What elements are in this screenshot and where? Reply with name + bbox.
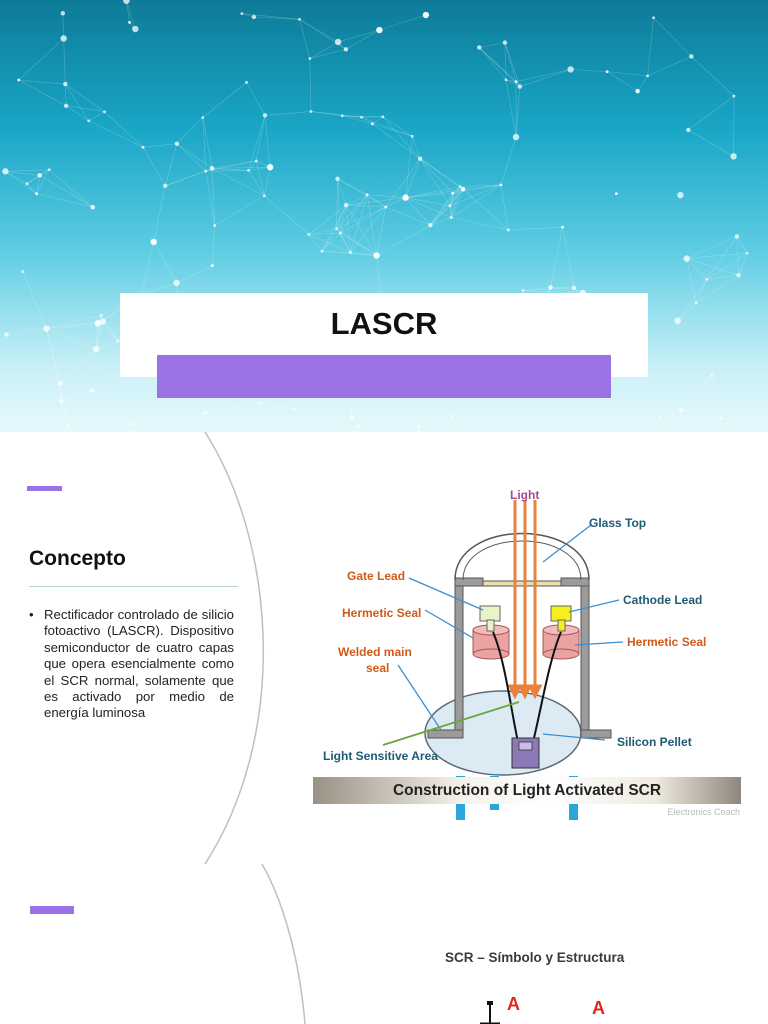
scr-symbol-partial: [480, 1001, 500, 1024]
pointer-silicon-pellet: [542, 733, 606, 741]
cathode-lead-shape: [550, 605, 572, 622]
housing-right-top: [560, 577, 590, 587]
section-heading: SCR – Símbolo y Estructura: [445, 950, 625, 965]
pointer-glass-top: [542, 524, 592, 563]
label-hermetic-seal-left: Hermetic Seal: [342, 606, 421, 620]
section-heading: Concepto: [29, 547, 126, 570]
label-cathode-lead: Cathode Lead: [623, 593, 702, 607]
pointer-hermetic-left: [424, 609, 474, 639]
label-light-sensitive-area: Light Sensitive Area: [323, 749, 438, 763]
lascr-construction-diagram: Light Glass Top Gate Lead Cathode Lead H…: [323, 488, 706, 820]
title-accent-bar: [157, 355, 611, 398]
housing-left-foot: [427, 729, 464, 739]
bullet-item: • Rectificador controlado de silicio fot…: [29, 607, 234, 722]
pointer-gate-lead: [408, 577, 484, 611]
title-slide: LASCR: [0, 0, 768, 432]
wire-left: [492, 631, 519, 743]
housing-right-foot: [580, 729, 612, 739]
wire-right: [532, 631, 562, 743]
pointer-welded-seal: [397, 664, 442, 731]
bullet-text: Rectificador controlado de silicio fotoa…: [44, 607, 234, 721]
gate-lead-shape: [479, 605, 501, 622]
label-silicon-pellet: Silicon Pellet: [617, 735, 692, 749]
content-panel-curve: [0, 432, 264, 864]
label-gate-lead: Gate Lead: [347, 569, 405, 583]
housing-right-wall: [580, 577, 590, 738]
glass-dome-inner: [462, 540, 582, 581]
symbol-slide: SCR – Símbolo y Estructura A A: [0, 864, 768, 1024]
light-sensitive-window: [518, 741, 533, 751]
accent-dash: [30, 906, 74, 914]
gate-lead-stem: [486, 619, 495, 632]
label-light: Light: [510, 488, 539, 502]
image-credit: Electronics Coach: [667, 807, 740, 817]
housing-left-top: [454, 577, 484, 587]
label-welded-main-seal-1: Welded main: [338, 645, 412, 659]
pointer-light-sensitive: [382, 701, 520, 746]
slide-title: LASCR: [330, 306, 438, 341]
content-panel-curve-2: [261, 864, 306, 1024]
cathode-lead-stem: [557, 619, 566, 632]
label-glass-top: Glass Top: [589, 516, 646, 530]
label-welded-main-seal-2: seal: [366, 661, 389, 675]
label-hermetic-seal-right: Hermetic Seal: [627, 635, 706, 649]
diagram-caption: Construction of Light Activated SCR: [392, 782, 662, 799]
glass-dome: [454, 532, 590, 581]
glass-top: [482, 580, 562, 587]
accent-dash: [27, 486, 62, 491]
bullet-dot: •: [29, 607, 34, 622]
heading-divider: [29, 586, 238, 587]
anode-label-symbol: A: [507, 994, 520, 1014]
pointer-cathode-lead: [568, 599, 620, 613]
housing-left-wall: [454, 577, 464, 738]
anode-label-structure: A: [592, 998, 605, 1018]
diagram-caption-bar: [313, 777, 741, 804]
concept-slide: Concepto • Rectificador controlado de si…: [0, 432, 768, 864]
light-rays: [507, 500, 543, 700]
pointer-hermetic-right: [574, 641, 624, 646]
